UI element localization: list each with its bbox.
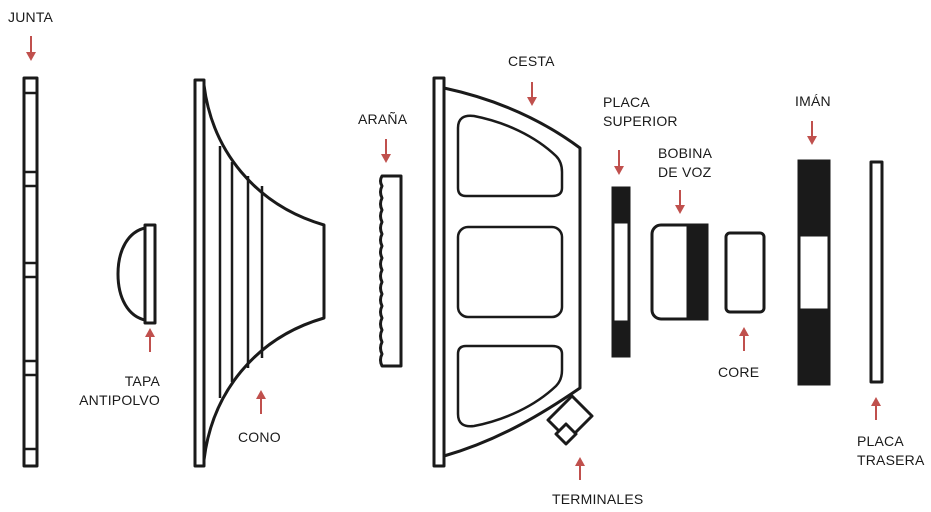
cono-part — [193, 78, 326, 468]
tapa-antipolvo-part — [116, 223, 157, 325]
placa-trasera-part — [869, 160, 884, 384]
core-part — [724, 231, 766, 314]
label-iman: IMÁN — [795, 93, 831, 109]
tapa-antipolvo-arrow — [145, 328, 155, 352]
arana-arrow — [381, 139, 391, 163]
terminales-arrow — [575, 457, 585, 480]
placa-superior-part — [611, 186, 631, 358]
label-arana: ARAÑA — [358, 111, 408, 127]
placa-trasera-arrow — [871, 397, 881, 420]
bobina-de-voz-part — [650, 223, 709, 321]
placa-superior-arrow — [614, 150, 624, 175]
label-cesta: CESTA — [508, 53, 555, 69]
arana-part — [379, 174, 403, 368]
label-placa-trasera: PLACA TRASERA — [857, 433, 925, 468]
terminales-part — [546, 394, 594, 446]
label-cono: CONO — [238, 429, 281, 445]
junta-part — [22, 76, 39, 468]
cesta-arrow — [527, 82, 537, 106]
core-arrow — [739, 327, 749, 351]
label-tapa-antipolvo: TAPA ANTIPOLVO — [79, 373, 160, 408]
label-junta: JUNTA — [8, 9, 54, 25]
label-core: CORE — [718, 364, 760, 380]
label-terminales: TERMINALES — [552, 491, 644, 507]
bobina-de-voz-arrow — [675, 190, 685, 214]
cesta-part — [432, 76, 594, 468]
iman-arrow — [807, 121, 817, 145]
label-bobina-de-voz: BOBINA DE VOZ — [658, 145, 713, 180]
junta-arrow — [26, 36, 36, 61]
cono-arrow — [256, 390, 266, 414]
iman-part — [797, 159, 831, 386]
label-placa-superior: PLACA SUPERIOR — [603, 94, 678, 129]
